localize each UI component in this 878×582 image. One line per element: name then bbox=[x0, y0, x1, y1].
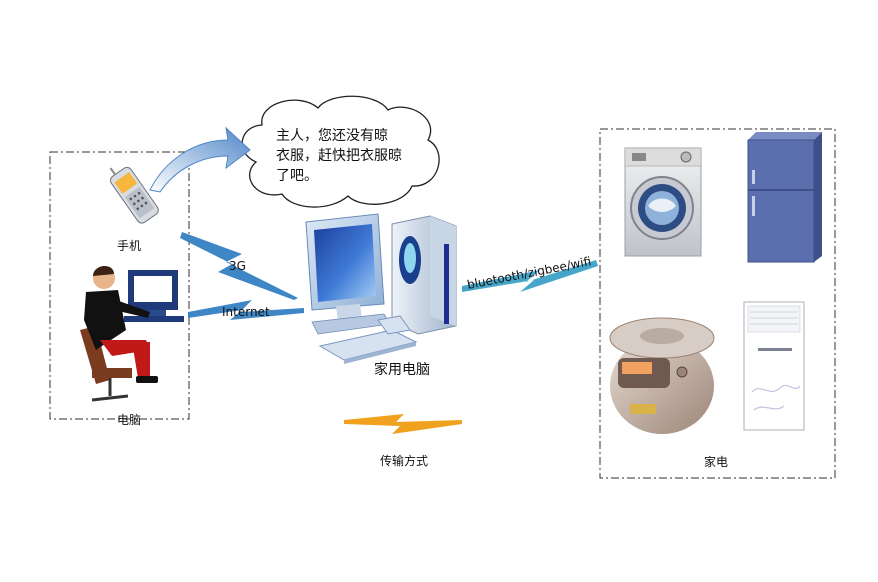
home-pc-icon bbox=[305, 213, 457, 364]
legend-transmission-bolt bbox=[344, 414, 462, 434]
person-at-computer-icon bbox=[80, 265, 184, 402]
washing-machine-icon bbox=[624, 147, 702, 257]
rice-cooker-icon bbox=[609, 317, 715, 434]
refrigerator-icon bbox=[747, 132, 822, 263]
label-transmission: 传输方式 bbox=[380, 454, 429, 468]
label-home-pc: 家用电脑 bbox=[374, 362, 430, 378]
label-link-3g: 3G bbox=[229, 259, 246, 273]
label-appliances: 家电 bbox=[704, 455, 729, 469]
message-cloud bbox=[241, 95, 440, 208]
internet-link-bolt bbox=[188, 300, 304, 320]
label-phone: 手机 bbox=[117, 239, 142, 253]
mobile-phone-icon bbox=[109, 166, 159, 224]
notification-arrow bbox=[149, 126, 251, 193]
user-devices-frame bbox=[49, 151, 190, 420]
wireless-link-bolt bbox=[462, 260, 598, 292]
cloud-line-2: 衣服，赶快把衣服晾 bbox=[276, 148, 402, 164]
label-link-internet: Internet bbox=[222, 305, 270, 319]
cloud-line-1: 主人，您还没有晾 bbox=[276, 128, 388, 144]
cloud-message-text: 主人，您还没有晾 衣服，赶快把衣服晾 了吧。 bbox=[276, 126, 426, 186]
3g-link-bolt bbox=[180, 232, 298, 300]
air-conditioner-icon bbox=[743, 301, 805, 431]
label-pc-user: 电脑 bbox=[117, 413, 142, 427]
cloud-line-3: 了吧。 bbox=[276, 168, 318, 184]
appliances-frame bbox=[599, 128, 836, 479]
